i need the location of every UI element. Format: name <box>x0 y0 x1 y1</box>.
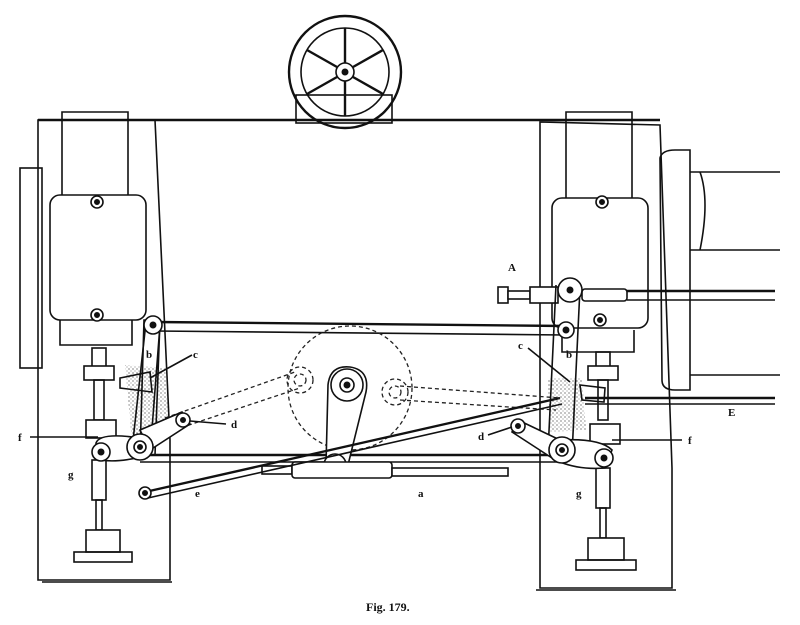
leader-lines <box>30 347 682 441</box>
crank-arm <box>323 366 368 477</box>
label-c-right: c <box>518 340 523 352</box>
label-b-right: b <box>566 349 572 361</box>
label-d-left: d <box>231 419 237 431</box>
label-E: E <box>728 407 735 419</box>
label-c-left: c <box>193 349 198 361</box>
rod-a <box>261 461 509 479</box>
label-g-left: g <box>68 469 74 481</box>
dashed-linkage <box>164 325 561 451</box>
labels: A E a b b c c d d e f f g g <box>18 262 735 500</box>
label-d-right: d <box>478 431 484 443</box>
handwheel <box>287 14 403 130</box>
label-a: a <box>418 488 424 500</box>
figure-caption: Fig. 179. <box>366 600 410 614</box>
right-standard <box>536 111 676 591</box>
rod-e <box>144 396 563 499</box>
label-e: e <box>195 488 200 500</box>
label-f-left: f <box>18 432 22 444</box>
drive-housing <box>659 149 780 391</box>
rod-A <box>497 286 775 304</box>
label-A: A <box>508 262 516 274</box>
label-g-right: g <box>576 488 582 500</box>
label-f-right: f <box>688 435 692 447</box>
label-b-left: b <box>146 349 152 361</box>
right-lever <box>510 277 614 470</box>
left-lever <box>91 315 192 500</box>
rod-E <box>585 396 775 405</box>
